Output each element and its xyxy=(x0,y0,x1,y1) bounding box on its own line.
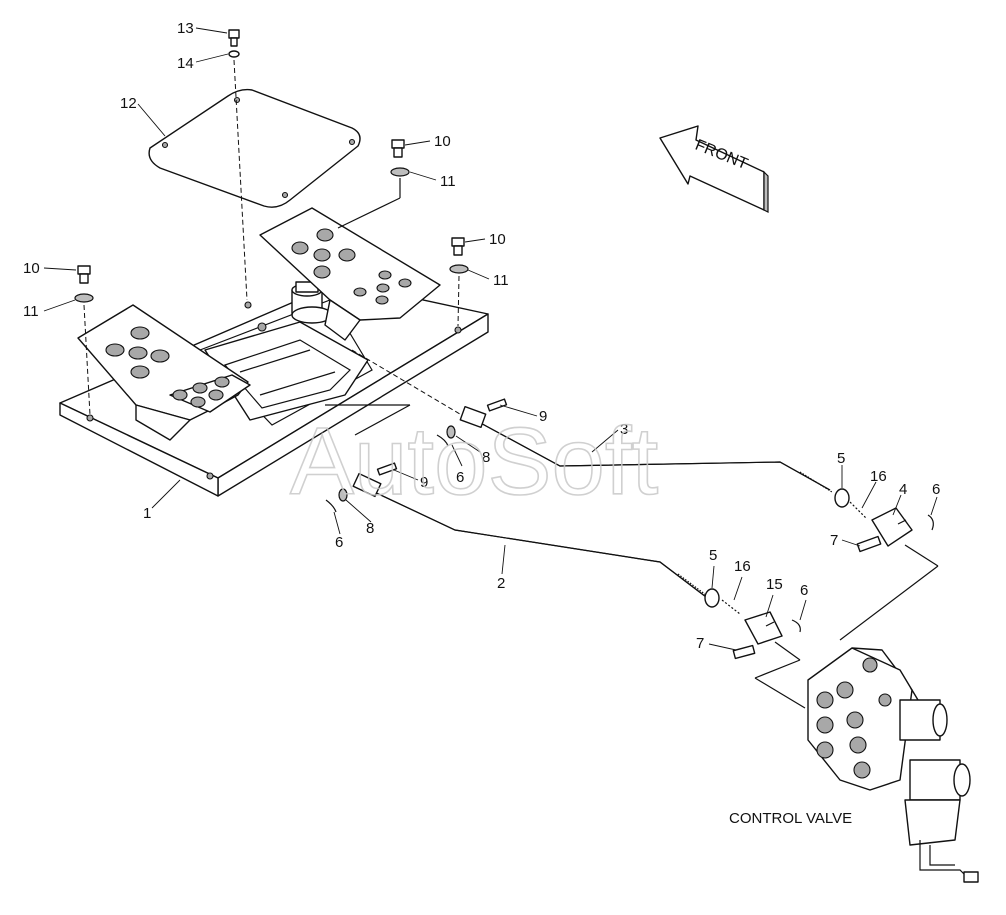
callout-labels: 13 14 12 10 11 10 11 10 11 1 9 8 6 3 9 8… xyxy=(23,20,940,652)
watermark: AutoSoft xyxy=(290,408,658,515)
clip-6-right xyxy=(927,514,934,531)
callout-5-upper: 5 xyxy=(837,450,845,467)
bolt-10-left xyxy=(74,265,94,303)
callout-14: 14 xyxy=(177,55,194,72)
spring-16-lower xyxy=(721,599,741,615)
pin-7-upper xyxy=(856,535,882,553)
pin-9-upper xyxy=(486,398,508,412)
callout-15: 15 xyxy=(766,576,783,593)
callout-4: 4 xyxy=(899,481,907,498)
washer-8-upper xyxy=(446,425,456,439)
callout-10-top: 10 xyxy=(434,133,451,150)
rod-2 xyxy=(352,472,711,601)
rod-3 xyxy=(459,405,833,493)
callout-11-top: 11 xyxy=(440,173,456,190)
control-valve xyxy=(807,647,979,883)
callout-5-lower: 5 xyxy=(709,547,717,564)
front-arrow: FRONT xyxy=(659,125,769,213)
pin-7-lower xyxy=(732,644,756,660)
control-valve-label: CONTROL VALVE xyxy=(729,810,852,827)
callout-13: 13 xyxy=(177,20,194,37)
callout-9-lower: 9 xyxy=(420,474,428,491)
callout-10-left: 10 xyxy=(23,260,40,277)
left-pedal xyxy=(77,304,251,441)
nut-5-lower xyxy=(704,588,720,608)
callout-10-right: 10 xyxy=(489,231,506,248)
pin-9-lower xyxy=(376,462,398,476)
callout-16-lower: 16 xyxy=(734,558,751,575)
callout-16-upper: 16 xyxy=(870,468,887,485)
pedal-mechanism xyxy=(204,281,369,421)
callout-6-right: 6 xyxy=(932,481,940,498)
clip-6-lower-right xyxy=(791,619,801,633)
assembly-lines xyxy=(83,59,471,436)
callout-6-upper: 6 xyxy=(456,469,464,486)
clip-6-upper xyxy=(436,434,449,447)
callout-7-lower: 7 xyxy=(696,635,704,652)
leader-lines xyxy=(43,27,938,651)
nut-5-upper xyxy=(834,488,850,508)
callout-7-upper: 7 xyxy=(830,532,838,549)
callout-12: 12 xyxy=(120,95,137,112)
callout-9-upper: 9 xyxy=(539,408,547,425)
callout-8-upper: 8 xyxy=(482,449,490,466)
bolt-13 xyxy=(228,29,240,58)
callout-6-lower: 6 xyxy=(335,534,343,551)
right-pedal xyxy=(259,207,441,341)
callout-11-left: 11 xyxy=(23,303,39,320)
callout-3: 3 xyxy=(620,421,628,438)
valve-connection-lines xyxy=(754,544,939,709)
bolt-10-top xyxy=(390,139,410,177)
washer-8-lower xyxy=(338,488,348,502)
cover-plate xyxy=(148,88,361,208)
callout-6-lower-right: 6 xyxy=(800,582,808,599)
bolt-10-right xyxy=(449,237,469,274)
clip-6-lower xyxy=(325,499,337,513)
callout-2: 2 xyxy=(497,575,505,592)
callout-11-right: 11 xyxy=(493,272,509,289)
callout-8-lower: 8 xyxy=(366,520,374,537)
clevis-4 xyxy=(871,507,913,547)
callout-1: 1 xyxy=(143,505,151,522)
clevis-15 xyxy=(744,611,783,645)
